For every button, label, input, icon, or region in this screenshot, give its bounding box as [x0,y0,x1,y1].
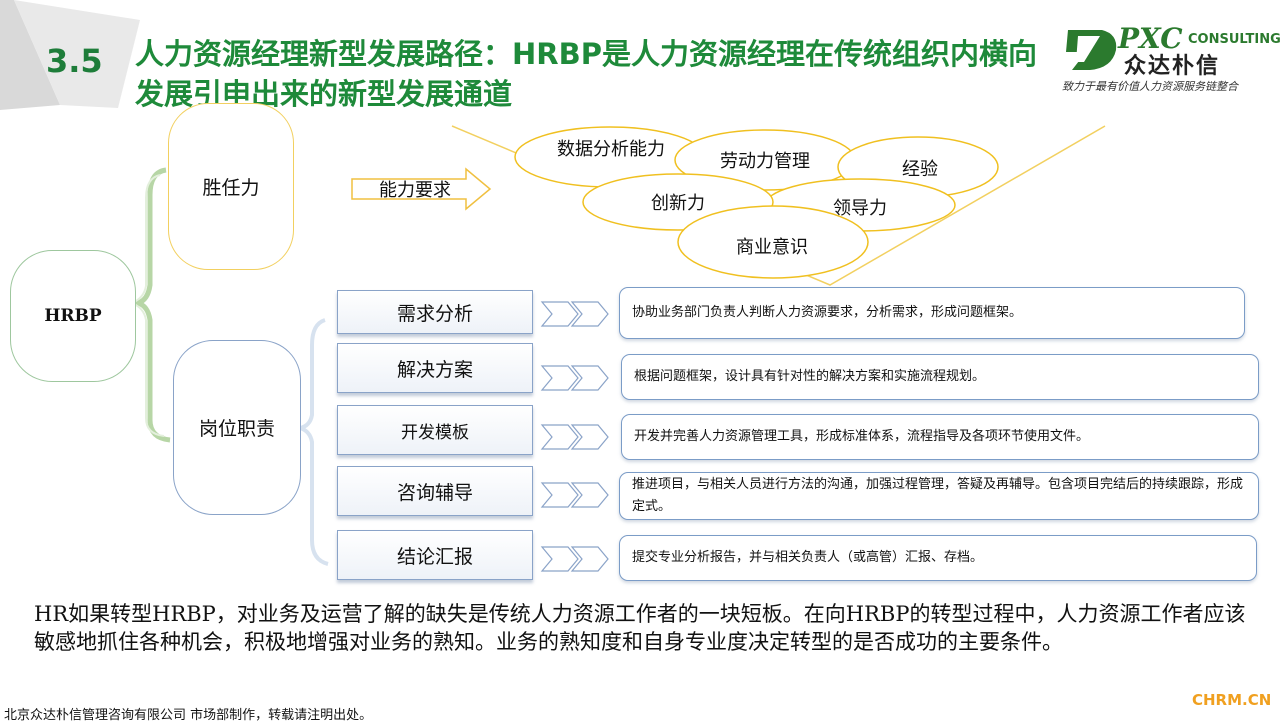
duty-description: 协助业务部门负责人判断人力资源要求，分析需求，形成问题框架。 [619,287,1245,339]
hrbp-node: HRBP [10,250,136,382]
diagram-connectors [129,125,1106,572]
duty-description-text: 提交专业分析报告，并与相关负责人（或高管）汇报、存档。 [632,550,984,565]
corner-decoration [0,0,140,110]
duty-box: 解决方案 [337,343,533,393]
ability-label: 领导力 [833,198,887,219]
duty-box: 咨询辅导 [337,466,533,516]
brace-main [129,167,171,443]
ability-label: 商业意识 [736,237,808,258]
logo-chinese-name: 众达朴信 [1124,53,1221,79]
ability-label: 数据分析能力 [557,139,665,160]
duty-description-text: 推进项目，与相关人员进行方法的沟通，加强过程管理，答疑及再辅导。包含项目完结后的… [632,477,1244,514]
competence-node: 胜任力 [168,103,294,270]
chevron-icon [540,424,609,450]
duty-description-text: 根据问题框架，设计具有针对性的解决方案和实施流程规划。 [634,369,986,384]
logo-brand: PXC [1118,22,1183,55]
hrbp-label: HRBP [44,306,102,326]
competence-label: 胜任力 [202,177,260,199]
duty-description: 开发并完善人力资源管理工具，形成标准体系，流程指导及各项环节使用文件。 [621,414,1259,460]
duty-description: 推进项目，与相关人员进行方法的沟通，加强过程管理，答疑及再辅导。包含项目完结后的… [619,472,1259,520]
duty-box: 结论汇报 [337,530,533,580]
duty-label: 咨询辅导 [396,481,473,504]
chevron-icon [540,301,609,327]
duty-box: 需求分析 [337,290,533,334]
chevron-icon [540,365,609,391]
duty-label: 解决方案 [396,358,473,381]
ability-ellipse [677,205,869,279]
section-number: 3.5 [46,42,103,80]
footer-credit: 北京众达朴信管理咨询有限公司 市场部制作，转载请注明出处。 [4,708,373,723]
summary-paragraph: HR如果转型HRBP，对业务及运营了解的缺失是传统人力资源工作者的一块短板。在向… [34,602,1246,654]
ability-label: 创新力 [651,193,705,214]
duties-node: 岗位职责 [173,340,301,515]
brace-duties [299,318,329,566]
ability-label: 劳动力管理 [720,151,810,172]
logo-slogan: 致力于最有价值人力资源服务链整合 [1062,80,1238,93]
chevron-icon [540,546,609,572]
duty-description-text: 开发并完善人力资源管理工具，形成标准体系，流程指导及各项环节使用文件。 [634,429,1090,444]
chevron-icon [540,482,609,508]
duty-label: 开发模板 [401,422,469,443]
page-title: 人力资源经理新型发展路径：HRBP是人力资源经理在传统组织内横向发展引申出来的新… [135,37,1037,111]
duty-description-text: 协助业务部门负责人判断人力资源要求，分析需求，形成问题框架。 [632,305,1023,320]
company-logo-mark-icon [1066,30,1117,70]
ability-arrow-label: 能力要求 [379,180,451,201]
logo-consulting: CONSULTING [1188,32,1280,47]
duty-box: 开发模板 [337,405,533,455]
duty-description: 根据问题框架，设计具有针对性的解决方案和实施流程规划。 [621,354,1259,400]
ability-label: 经验 [902,159,938,180]
duty-label: 结论汇报 [396,545,473,568]
duties-label: 岗位职责 [198,418,275,440]
duty-label: 需求分析 [396,302,473,325]
duty-description: 提交专业分析报告，并与相关负责人（或高管）汇报、存档。 [619,535,1257,581]
watermark: CHRM.CN [1192,691,1272,709]
ability-arrow-shape [351,167,492,211]
